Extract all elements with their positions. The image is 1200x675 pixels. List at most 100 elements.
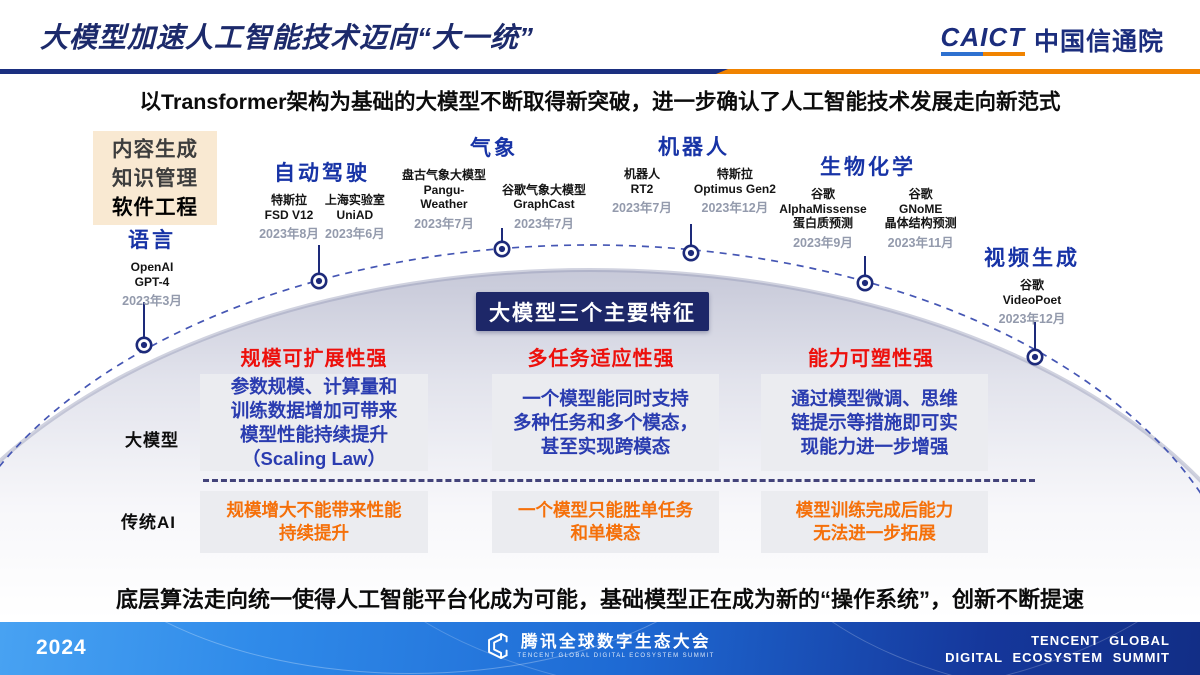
entry-name-line: 谷歌 [1019,278,1044,292]
application-area: 内容生成 [112,137,198,161]
milestone-category: 机器人 [658,136,730,159]
row-label-big-model: 大模型 [125,431,179,450]
big-model-box-text-line: 模型性能持续提升 [239,423,388,445]
entry-name-line: RT2 [630,181,654,196]
entry-name-line: Weather [420,197,468,212]
feature-header: 能力可塑性强 [808,348,934,370]
entry-name-line: GPT-4 [134,274,170,289]
big-model-box-text-line: 参数规模、计算量和 [230,375,398,397]
traditional-ai-box: 模型训练完成后能力无法进一步拓展 [761,491,988,553]
page-title: 大模型加速人工智能技术迈向“大一统” [40,22,535,53]
application-areas-box: 内容生成 知识管理 软件工程 [93,131,217,225]
bottom-note: 底层算法走向统一使得人工智能平台化成为可能，基础模型正在成为新的“操作系统”，创… [115,587,1084,612]
underline-blue-segment [940,52,983,56]
caict-logo: CAICT 中国信通院 [940,22,1164,58]
entry-name-line: 机器人 [623,167,660,181]
milestone-category: 视频生成 [984,247,1080,270]
footer-right-line1: TENCENT GLOBAL [1031,633,1170,648]
entry-date: 2023年12月 [998,312,1066,327]
entry-name-line: 蛋白质预测 [792,216,853,231]
application-area: 软件工程 [112,195,198,219]
application-area: 知识管理 [112,166,198,190]
entry-name-line: FSD V12 [264,207,314,222]
entry-date: 2023年12月 [701,201,769,216]
entry-date: 2023年6月 [325,227,385,242]
entry-date: 2023年7月 [612,201,672,216]
entry-date: 2023年7月 [414,216,474,231]
entry-name-line: 特斯拉 [716,167,753,181]
entry-date: 2023年8月 [259,227,319,242]
entry-name-line: OpenAI [130,260,174,274]
entry-date: 2023年11月 [887,235,954,250]
big-model-box: 通过模型微调、思维链提示等措施即可实现能力进一步增强 [761,374,988,471]
traditional-ai-box-text-line: 持续提升 [279,523,349,543]
features-banner: 大模型三个主要特征 [476,292,709,331]
tencent-logo-texts: 腾讯全球数字生态大会 TENCENT GLOBAL DIGITAL ECOSYS… [517,633,714,660]
header-divider-blue [0,69,728,74]
milestone-category: 语言 [127,229,176,252]
timeline-node-dot [861,279,869,287]
footer-band: 2024 腾讯全球数字生态大会 TENCENT GLOBAL DIGITAL E… [0,622,1200,675]
entry-name-line: 上海实验室 [324,193,385,207]
entry-name-line: 特斯拉 [270,193,307,207]
entry-name-line: UniAD [336,207,374,222]
big-model-box: 一个模型能同时支持多种任务和多个模态，甚至实现跨模态 [492,374,719,471]
underline-orange-segment [982,52,1025,56]
traditional-ai-box-text-line: 规模增大不能带来性能 [226,500,402,520]
big-model-box-text-line: 训练数据增加可带来 [230,399,398,421]
entry-name-line: VideoPoet [1002,292,1062,307]
big-model-box-text-line: （Scaling Law） [242,447,386,469]
timeline-node-dot [498,245,506,253]
entry-name-line: 晶体结构预测 [884,216,957,231]
subtitle: 以Transformer架构为基础的大模型不断取得新突破，进一步确认了人工智能技… [139,90,1061,114]
traditional-ai-box: 一个模型只能胜单任务和单模态 [492,491,719,553]
timeline-connectors [135,224,1044,366]
caict-acronym-block: CAICT [940,24,1025,56]
entry-date: 2023年3月 [122,294,182,309]
tencent-cube-icon [488,633,508,659]
entry-name-line: AlphaMissense [779,201,867,216]
entry-date: 2023年7月 [514,216,574,231]
traditional-ai-box-text-line: 模型训练完成后能力 [795,500,954,520]
entry-name-line: 谷歌 [810,187,835,201]
row-label-traditional-ai: 传统AI [121,513,176,532]
footer-year: 2024 [36,636,87,659]
big-model-box-text-line: 链提示等措施即可实 [791,411,958,433]
footer-summit-name-right: TENCENT GLOBAL DIGITAL ECOSYSTEM SUMMIT [945,632,1170,666]
entry-name-line: Pangu- [423,182,465,197]
timeline-node-dot [140,341,148,349]
big-model-box-text-line: 甚至实现跨模态 [540,435,671,457]
rows-dashed-separator [203,479,1035,482]
traditional-ai-box: 规模增大不能带来性能持续提升 [200,491,428,553]
traditional-ai-box-text-line: 和单模态 [570,523,641,543]
milestone-category: 气象 [470,137,518,160]
caict-name: 中国信通院 [1033,28,1164,56]
big-model-box-text-line: 通过模型微调、思维 [791,387,958,409]
entry-name-line: 谷歌气象大模型 [502,182,587,197]
timeline-node-dot [1031,353,1039,361]
big-model-box: 参数规模、计算量和训练数据增加可带来模型性能持续提升（Scaling Law） [200,374,428,471]
big-model-box-text-line: 一个模型能同时支持 [522,387,689,409]
traditional-ai-box-text-line: 一个模型只能胜单任务 [518,500,693,520]
tencent-summit-name-cn: 腾讯全球数字生态大会 [520,632,711,651]
entry-name-line: 盘古气象大模型 [401,168,486,182]
